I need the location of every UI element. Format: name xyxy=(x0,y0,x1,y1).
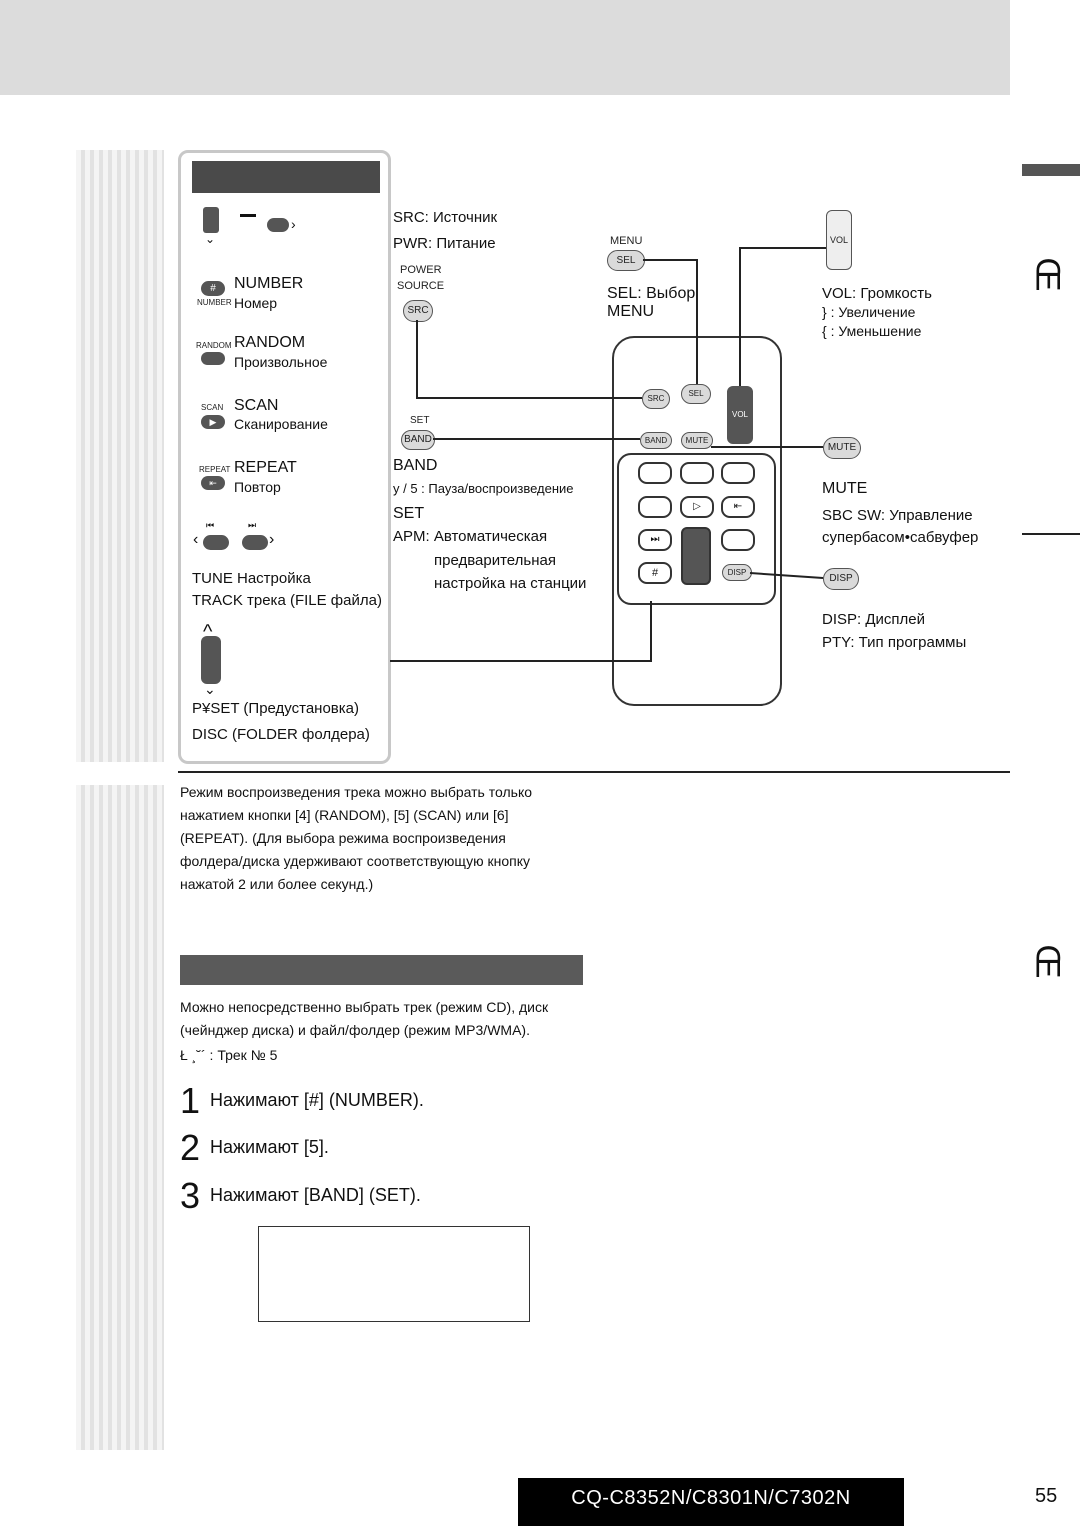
display-example-box xyxy=(258,1226,530,1322)
remote-disp-key: DISP xyxy=(722,564,752,581)
band-line: BAND xyxy=(393,457,438,474)
set-small: SET xyxy=(410,415,430,426)
source-small: SOURCE xyxy=(397,280,445,292)
repeat-ru: Повтор xyxy=(234,479,281,495)
sel-line: SEL: Выбор xyxy=(607,285,696,302)
remote-band-key: BAND xyxy=(640,432,672,449)
mute-button: MUTE xyxy=(823,437,861,459)
remote-number-key: # xyxy=(638,562,672,584)
disp-button: DISP xyxy=(823,568,859,590)
direct-section-title xyxy=(180,955,583,985)
remote-updown-key xyxy=(681,527,711,585)
pty-line: PTY: Тип программы xyxy=(822,634,967,651)
prev-track-key-icon xyxy=(203,535,229,550)
step-1-number: 1 xyxy=(180,1080,201,1121)
remote-key-9 xyxy=(721,529,755,551)
left-index-column-bottom xyxy=(76,785,164,1450)
section-divider xyxy=(178,771,1010,773)
apm-line: APM: Автоматическая xyxy=(393,528,548,545)
scan-ru: Сканирование xyxy=(234,416,328,432)
key-rect-icon xyxy=(203,207,219,233)
direct-section-text: Можно непосредственно выбрать трек (режи… xyxy=(180,999,549,1038)
sbc-line: SBC SW: Управление xyxy=(822,507,973,524)
number-key-icon: # xyxy=(201,281,225,296)
chevron-down-icon: ⌄ xyxy=(205,232,216,246)
number-small-label: NUMBER xyxy=(197,298,232,307)
remote-next-key: ⏭ xyxy=(638,529,672,551)
random-label: RANDOM xyxy=(234,334,306,351)
next-key-icon xyxy=(267,218,289,232)
random-ru: Произвольное xyxy=(234,354,328,370)
remote-key-4 xyxy=(638,496,672,518)
apm-line-3: настройка на станции xyxy=(434,575,587,592)
pwr-line: PWR: Питание xyxy=(393,235,496,252)
scan-small-label: SCAN xyxy=(201,403,224,412)
number-ru: Номер xyxy=(234,295,278,311)
updown-key-icon xyxy=(201,636,221,684)
remote-play-key: ▷ xyxy=(680,496,714,518)
number-label: NUMBER xyxy=(234,275,304,292)
prev-small-icon: ⏮ xyxy=(206,520,215,530)
remote-mute-key: MUTE xyxy=(681,432,713,449)
dash-icon xyxy=(240,214,256,217)
sbc-line-2: супербасом•сабвуфер xyxy=(822,529,979,546)
remote-keypad-frame xyxy=(617,453,776,605)
disc-line: DISC (FOLDER фолдера) xyxy=(192,726,370,743)
track-line: TRACK трека (FILE файла) xyxy=(192,592,382,609)
chevron-up-icon: ^ xyxy=(203,621,213,643)
scan-label: SCAN xyxy=(234,397,279,414)
vol-up-line: } : Увеличение xyxy=(822,304,916,320)
next-small-icon: ⏭ xyxy=(248,520,257,530)
model-footer: CQ-C8352N/C8301N/C7302N xyxy=(518,1478,904,1526)
remote-key-3 xyxy=(721,462,755,484)
step-3-number: 3 xyxy=(180,1175,201,1216)
src-line: SRC: Источник xyxy=(393,209,498,226)
left-index-column-top xyxy=(76,150,164,762)
chevron-down-icon-2: ⌄ xyxy=(204,681,216,697)
chevron-right-icon-2: › xyxy=(269,531,275,548)
vol-down-line: { : Уменьшение xyxy=(822,323,922,339)
header-band xyxy=(0,0,1010,95)
remote-key-1 xyxy=(638,462,672,484)
disp-line: DISP: Дисплей xyxy=(822,611,925,628)
pset-line: P¥SET (Предустановка) xyxy=(192,700,359,717)
side-tab-bar xyxy=(1022,164,1080,176)
side-divider xyxy=(1022,533,1080,535)
tune-line: TUNE Настройка xyxy=(192,570,311,587)
repeat-small-label: REPEAT xyxy=(199,465,231,474)
menu-small: MENU xyxy=(610,235,643,247)
remote-src-key: SRC xyxy=(642,389,670,409)
chevron-left-icon: ‹ xyxy=(193,531,199,548)
menu-line: MENU xyxy=(607,303,655,320)
power-small: POWER xyxy=(400,264,442,276)
mute-line: MUTE xyxy=(822,480,868,497)
repeat-label: REPEAT xyxy=(234,459,297,476)
mode-paragraph: Режим воспроизведения трека можно выбрат… xyxy=(180,784,533,892)
page-number: 55 xyxy=(1035,1485,1058,1507)
remote-key-2 xyxy=(680,462,714,484)
step-2-text: Нажимают [5]. xyxy=(210,1137,329,1157)
step-3-text: Нажимают [BAND] (SET). xyxy=(210,1185,421,1205)
scan-key-icon: ▶ xyxy=(201,415,225,429)
random-small-label: RANDOM xyxy=(196,341,232,350)
set-line: SET xyxy=(393,505,425,522)
next-track-key-icon xyxy=(242,535,268,550)
remote-sel-key: SEL xyxy=(681,384,711,404)
direct-example: Ł ¸˘´ : Трек № 5 xyxy=(180,1047,278,1063)
random-key-icon xyxy=(201,352,225,365)
pause-line: y / 5 : Пауза/воспроизведение xyxy=(393,481,574,496)
vol-button: VOL xyxy=(826,210,852,270)
remote-repeat-key: ⇤ xyxy=(721,496,755,518)
step-2-number: 2 xyxy=(180,1127,201,1168)
step-1-text: Нажимают [#] (NUMBER). xyxy=(210,1090,424,1110)
apm-line-2: предварительная xyxy=(434,552,556,569)
repeat-key-icon: ⇤ xyxy=(201,476,225,490)
remote-vol-key: VOL xyxy=(727,386,753,444)
key-panel-title xyxy=(192,161,380,193)
vol-line: VOL: Громкость xyxy=(822,285,932,302)
chevron-right-icon: › xyxy=(291,216,296,232)
